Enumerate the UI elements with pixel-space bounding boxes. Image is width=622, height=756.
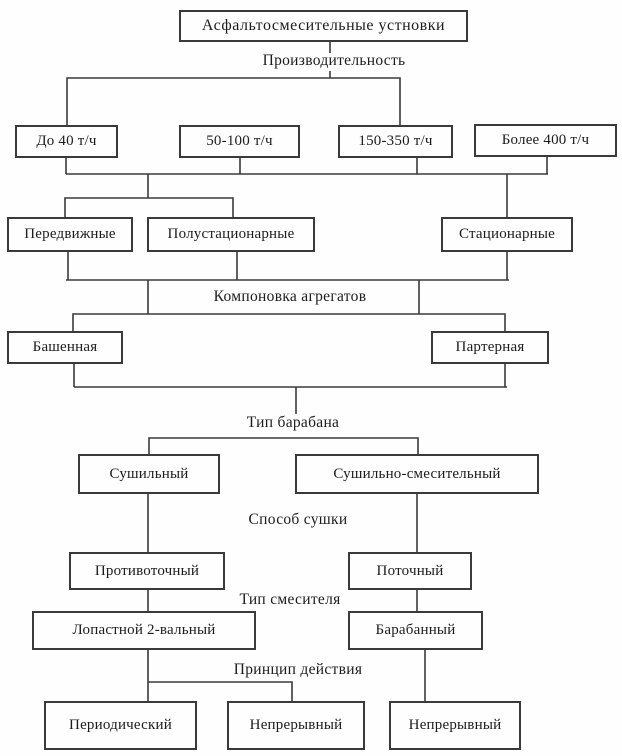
node-stationary: Стационарные [441, 217, 573, 252]
node-continuous-operation-right: Непрерывный [389, 701, 521, 750]
connector-bus-to-mobility [147, 174, 508, 217]
group-label-productivity: Производительность [262, 52, 406, 69]
connector-bus-to-layout [147, 280, 420, 314]
connector-drum-bracket [148, 437, 419, 454]
connector-mixer-to-principle-left [147, 650, 293, 701]
node-capacity-upto-40: До 40 т/ч [15, 125, 118, 158]
connector-layout-bracket [72, 313, 506, 331]
connector-drum-to-drying [147, 494, 418, 552]
node-drying-mixing-drum: Сушильно-смесительный [295, 454, 539, 494]
node-semi-stationary: Полустационарные [147, 217, 315, 252]
connector-drying-to-mixer [147, 590, 418, 611]
node-batch-operation: Периодический [44, 701, 197, 750]
node-capacity-150-350: 150-350 т/ч [338, 125, 453, 158]
connector-productivity-bracket [66, 77, 401, 125]
connector-mobility-bracket [64, 197, 234, 217]
node-continuous-operation-left: Непрерывный [227, 701, 365, 750]
node-counterflow: Противоточный [69, 552, 225, 590]
node-ground-layout: Партерная [431, 331, 549, 364]
group-label-mixer-type: Тип смесителя [239, 591, 341, 608]
group-label-drying-method: Способ сушки [248, 511, 348, 528]
node-paddle-twin-shaft-mixer: Лопастной 2-вальный [32, 611, 256, 650]
connector-capacity-drops [65, 157, 548, 174]
node-root: Асфальтосмесительные устновки [179, 10, 468, 42]
node-drum-mixer: Барабанный [348, 611, 483, 650]
group-label-operation-principle: Принцип действия [233, 661, 363, 678]
node-parallel-flow: Поточный [348, 552, 472, 590]
node-capacity-over-400: Более 400 т/ч [474, 124, 617, 157]
connector-layout-drops [73, 364, 506, 387]
node-capacity-50-100: 50-100 т/ч [179, 125, 300, 158]
node-mobile: Передвижные [7, 217, 133, 252]
group-label-layout: Компоновка агрегатов [213, 288, 367, 305]
connector-mobility-drops [67, 252, 508, 280]
node-tower-layout: Башенная [7, 331, 123, 364]
group-label-drum-type: Тип барабана [246, 414, 340, 431]
node-drying-drum: Сушильный [78, 454, 220, 494]
